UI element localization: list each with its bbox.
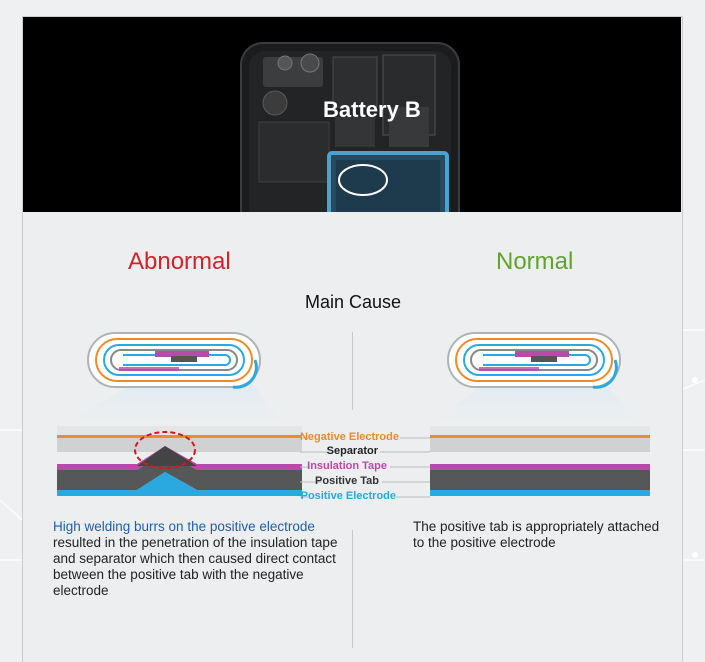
abnormal-description: High welding burrs on the positive elect… <box>53 519 358 599</box>
divider-top <box>352 332 353 410</box>
header-banner: Battery B <box>23 17 681 212</box>
layer-leader-lines <box>300 437 430 498</box>
label-positive-electrode: Positive Electrode <box>300 490 396 502</box>
abnormal-description-rest: resulted in the penetration of the insul… <box>53 535 338 598</box>
main-cause-heading: Main Cause <box>305 292 402 312</box>
label-negative-electrode: Negative Electrode <box>299 431 399 443</box>
abnormal-heading: Abnormal <box>128 248 231 275</box>
normal-heading: Normal <box>496 248 574 275</box>
abnormal-jellyroll-diagram <box>60 332 285 425</box>
label-positive-tab: Positive Tab <box>315 475 379 487</box>
normal-layer-cross-section <box>430 426 650 496</box>
normal-description: The positive tab is appropriately attach… <box>413 519 660 550</box>
label-insulation-tape: Insulation Tape <box>307 460 387 472</box>
header-title: Battery B <box>323 97 421 122</box>
abnormal-layer-cross-section <box>57 426 302 496</box>
divider-bottom <box>352 530 353 648</box>
label-separator: Separator <box>326 445 378 457</box>
abnormal-description-highlight: High welding burrs on the positive elect… <box>53 519 315 534</box>
phone-internals-image <box>240 42 460 212</box>
normal-jellyroll-diagram <box>430 332 645 425</box>
